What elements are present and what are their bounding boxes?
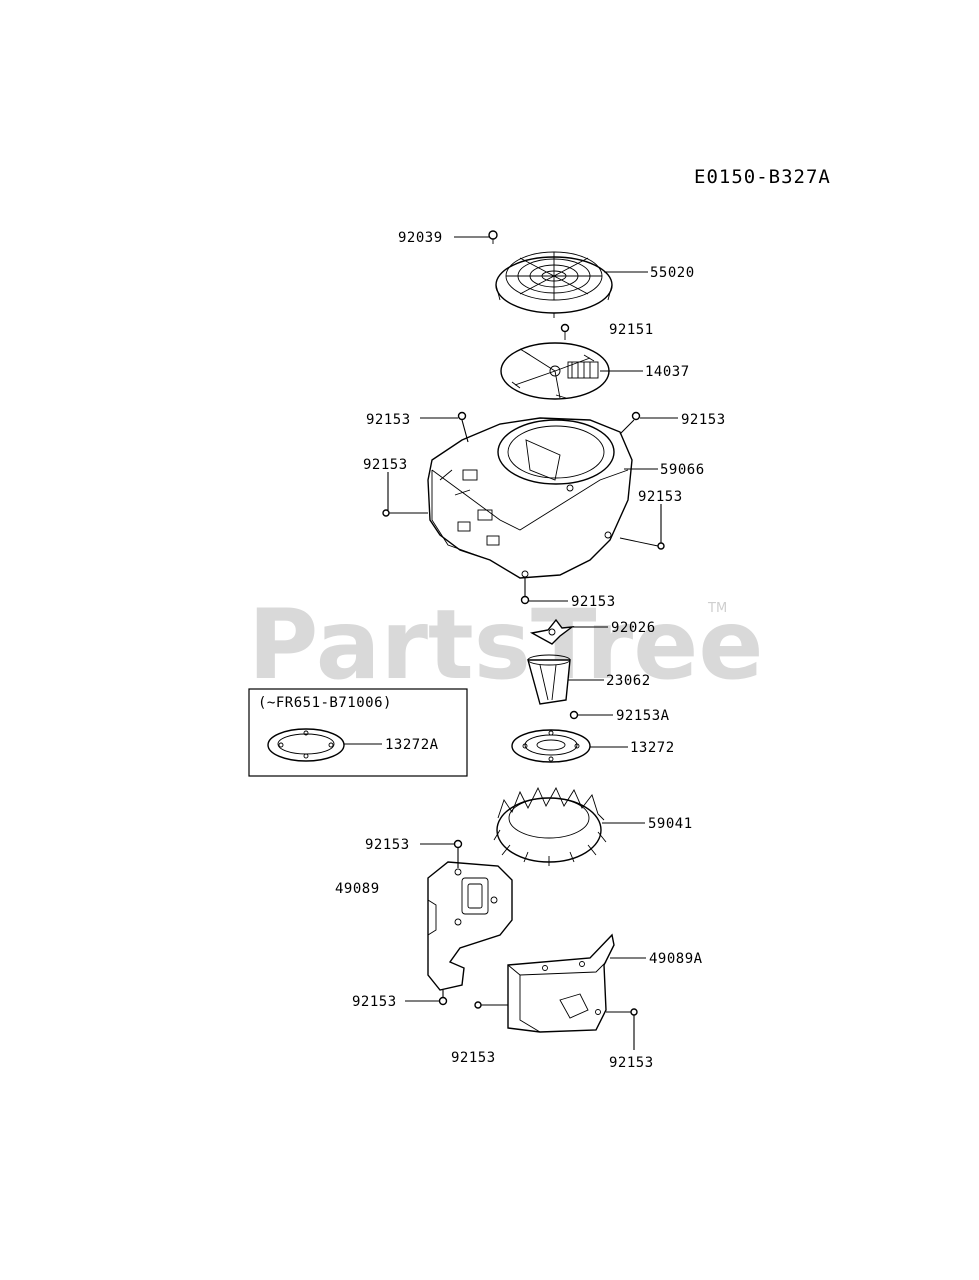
part-bolt-92153-right-side[interactable] xyxy=(619,537,665,550)
inset-note: (~FR651-B71006) xyxy=(258,695,392,711)
callout-92026[interactable]: 92026 xyxy=(611,620,656,636)
callout-92151[interactable]: 92151 xyxy=(609,322,654,338)
part-bolt-92151[interactable] xyxy=(560,323,570,341)
part-plate-13272[interactable] xyxy=(511,729,591,763)
part-bolt-92153-upper-left[interactable] xyxy=(457,411,467,421)
part-bolt-92153-under-housing[interactable] xyxy=(520,595,530,605)
callout-55020[interactable]: 55020 xyxy=(650,265,695,281)
leader-line xyxy=(461,419,469,443)
part-shroud-49089[interactable] xyxy=(427,861,513,991)
part-bolt-92153-upper-right[interactable] xyxy=(631,411,641,421)
part-bolt-92153-lower-mid[interactable] xyxy=(474,1001,508,1009)
callout-92153-under-housing[interactable]: 92153 xyxy=(571,594,616,610)
callout-49089[interactable]: 49089 xyxy=(335,881,380,897)
part-bolt-92153A[interactable] xyxy=(569,710,579,720)
leader-line xyxy=(619,419,635,435)
callout-92153-upper-left[interactable]: 92153 xyxy=(366,412,411,428)
part-washer-92026[interactable] xyxy=(529,618,575,645)
part-bolt-92153-left-side[interactable] xyxy=(382,509,428,517)
callout-92039[interactable]: 92039 xyxy=(398,230,443,246)
diagram-code: E0150-B327A xyxy=(694,166,831,188)
part-bolt-92153-shroud-top[interactable] xyxy=(453,839,463,849)
callout-92153-lower-right[interactable]: 92153 xyxy=(609,1055,654,1071)
callout-92153-lower-mid[interactable]: 92153 xyxy=(451,1050,496,1066)
callout-92153A[interactable]: 92153A xyxy=(616,708,670,724)
part-hub-23062[interactable] xyxy=(527,654,571,705)
part-housing-59066[interactable] xyxy=(427,417,633,579)
part-plate-13272A[interactable] xyxy=(267,728,345,762)
part-fan-59041[interactable] xyxy=(493,786,607,866)
callout-59041[interactable]: 59041 xyxy=(648,816,693,832)
trademark-mark: TM xyxy=(707,601,727,616)
part-bolt-92153-lower-right[interactable] xyxy=(606,1008,638,1016)
callout-92153-shroud-bottom[interactable]: 92153 xyxy=(352,994,397,1010)
callout-13272A[interactable]: 13272A xyxy=(385,737,439,753)
part-fan-cover-14037[interactable] xyxy=(500,342,610,400)
callout-14037[interactable]: 14037 xyxy=(645,364,690,380)
part-bolt-92153-shroud-bottom[interactable] xyxy=(438,996,448,1006)
part-screen-55020[interactable] xyxy=(495,251,613,318)
watermark-text: PartsTree xyxy=(248,589,763,701)
callout-92153-left-side[interactable]: 92153 xyxy=(363,457,408,473)
part-shroud-49089A[interactable] xyxy=(507,933,615,1033)
callout-13272[interactable]: 13272 xyxy=(630,740,675,756)
callout-92153-right-side[interactable]: 92153 xyxy=(638,489,683,505)
callout-59066[interactable]: 59066 xyxy=(660,462,705,478)
callout-23062[interactable]: 23062 xyxy=(606,673,651,689)
part-screw-92039[interactable] xyxy=(488,230,498,244)
callout-92153-shroud-top[interactable]: 92153 xyxy=(365,837,410,853)
inset-box: (~FR651-B71006) 13272A xyxy=(248,688,468,777)
callout-49089A[interactable]: 49089A xyxy=(649,951,703,967)
callout-92153-upper-right[interactable]: 92153 xyxy=(681,412,726,428)
